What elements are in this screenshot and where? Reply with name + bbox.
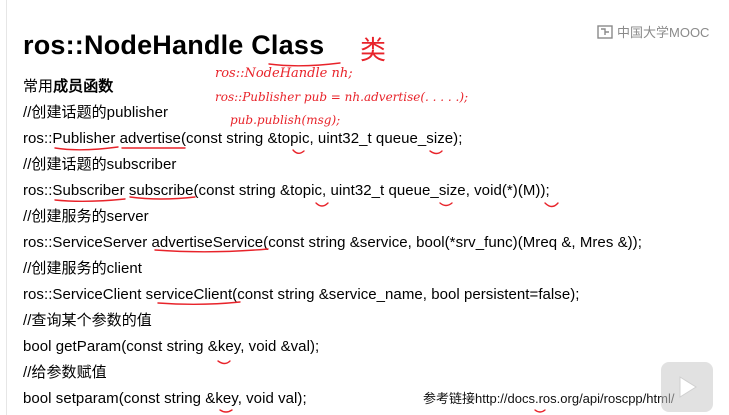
line-text: //创建话题的publisher — [23, 104, 169, 121]
line-text: ros::Publisher advertise(const string &t… — [23, 130, 463, 147]
slide-title: ros::NodeHandle Class — [23, 30, 324, 61]
list-item: //创建服务的server — [23, 208, 149, 226]
tick-topic-1 — [292, 149, 305, 154]
handwritten-note: pub.publish(msg); — [230, 113, 341, 127]
tick-set-key — [219, 409, 233, 413]
tick-ref-url — [534, 409, 546, 413]
reference-url[interactable]: http://docs.ros.org/api/roscpp/html/ — [475, 391, 675, 406]
tick-topic-2 — [315, 202, 329, 207]
reference-link: 参考链接http://docs.ros.org/api/roscpp/html/ — [423, 388, 674, 407]
play-button[interactable] — [661, 362, 713, 412]
mooc-logo-icon — [597, 24, 613, 39]
handwritten-note: ros::Publisher pub = nh.advertise(. . . … — [215, 90, 469, 104]
reference-label: 参考链接 — [423, 391, 476, 406]
list-item: 常用成员函数 — [23, 78, 113, 96]
list-item: ros::ServiceClient serviceClient(const s… — [23, 286, 580, 304]
logo-text: 中国大学MOOC — [617, 25, 710, 40]
line-text: //创建话题的subscriber — [23, 156, 177, 173]
list-item: //查询某个参数的值 — [23, 312, 152, 330]
line-text: 常用 — [23, 78, 54, 95]
list-item: ros::Publisher advertise(const string &t… — [23, 130, 462, 148]
title-word: Class — [251, 30, 325, 60]
line-text: //创建服务的client — [23, 260, 143, 277]
line-bold-text: 成员函数 — [53, 78, 114, 95]
line-text: //给参数赋值 — [23, 364, 107, 381]
line-text: //查询某个参数的值 — [23, 312, 152, 329]
handwritten-note: ros::NodeHandle nh; — [215, 66, 353, 81]
list-item: bool setparam(const string &key, void va… — [23, 390, 307, 408]
list-item: ros::ServiceServer advertiseService(cons… — [23, 234, 642, 252]
play-icon — [679, 376, 697, 398]
handwritten-title-note: 类 — [360, 36, 387, 66]
title-code: ros::NodeHandle — [23, 30, 244, 60]
list-item: //给参数赋值 — [23, 364, 107, 382]
tick-get-key — [217, 360, 231, 365]
tick-queue-1 — [429, 150, 443, 155]
line-text: bool getParam(const string &key, void &v… — [23, 338, 320, 355]
list-item: bool getParam(const string &key, void &v… — [23, 338, 319, 356]
tick-msg — [544, 202, 559, 208]
line-text: ros::ServiceClient serviceClient(const s… — [23, 286, 580, 303]
tick-queue-2 — [439, 202, 453, 207]
list-item: //创建话题的subscriber — [23, 156, 176, 174]
line-text: bool setparam(const string &key, void va… — [23, 390, 307, 407]
slide-left-border — [6, 0, 7, 415]
line-text: //创建服务的server — [23, 208, 149, 225]
line-text: ros::Subscriber subscribe(const string &… — [23, 182, 550, 199]
list-item: //创建话题的publisher — [23, 104, 168, 122]
list-item: ros::Subscriber subscribe(const string &… — [23, 182, 550, 200]
mooc-logo: 中国大学MOOC — [597, 22, 709, 41]
list-item: //创建服务的client — [23, 260, 142, 278]
line-text: ros::ServiceServer advertiseService(cons… — [23, 234, 642, 251]
